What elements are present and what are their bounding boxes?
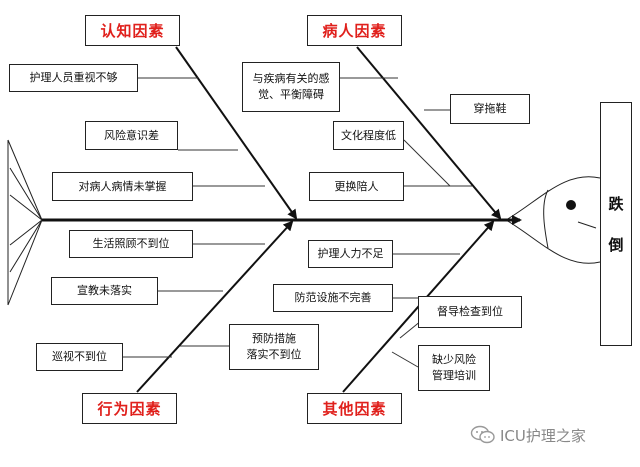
cause-patient-1: 与疾病有关的感 觉、平衡障碍 [242, 62, 340, 112]
cause-behavior-1: 生活照顾不到位 [69, 230, 193, 258]
category-behavior: 行为因素 [82, 393, 177, 424]
category-patient: 病人因素 [307, 15, 402, 46]
cause-cognitive-2: 风险意识差 [85, 121, 178, 150]
category-other: 其他因素 [307, 393, 402, 424]
wechat-icon [470, 425, 495, 444]
cause-patient-3: 文化程度低 [333, 121, 404, 150]
cause-other-1: 护理人力不足 [308, 240, 393, 268]
cause-behavior-2: 宣教未落实 [51, 277, 158, 305]
cause-patient-2: 穿拖鞋 [450, 94, 530, 124]
effect-char-1: 跌 [608, 195, 624, 213]
watermark-text: ICU护理之家 [500, 426, 586, 445]
effect-char-2: 倒 [608, 236, 624, 254]
cause-cognitive-1: 护理人员重视不够 [9, 64, 138, 92]
fish-tail [7, 139, 43, 306]
cause-other-4: 缺少风险 管理培训 [418, 345, 490, 391]
bone-behavior [136, 220, 294, 393]
category-cognitive: 认知因素 [85, 15, 180, 46]
bone-patient [356, 46, 502, 220]
bone-cognitive [175, 46, 298, 220]
cause-behavior-3: 巡视不到位 [36, 343, 123, 371]
fish-head [505, 176, 601, 264]
cause-behavior-4: 预防措施 落实不到位 [229, 324, 319, 370]
cause-cognitive-3: 对病人病情未掌握 [52, 172, 193, 201]
effect-box: 跌 倒 [600, 102, 632, 346]
cause-other-3: 督导检查到位 [418, 296, 522, 328]
cause-patient-4: 更换陪人 [309, 172, 404, 201]
fish-mouth [577, 221, 597, 229]
fish-eye [566, 200, 576, 210]
cause-other-2: 防范设施不完善 [273, 284, 393, 312]
watermark: ICU护理之家 [470, 424, 586, 446]
